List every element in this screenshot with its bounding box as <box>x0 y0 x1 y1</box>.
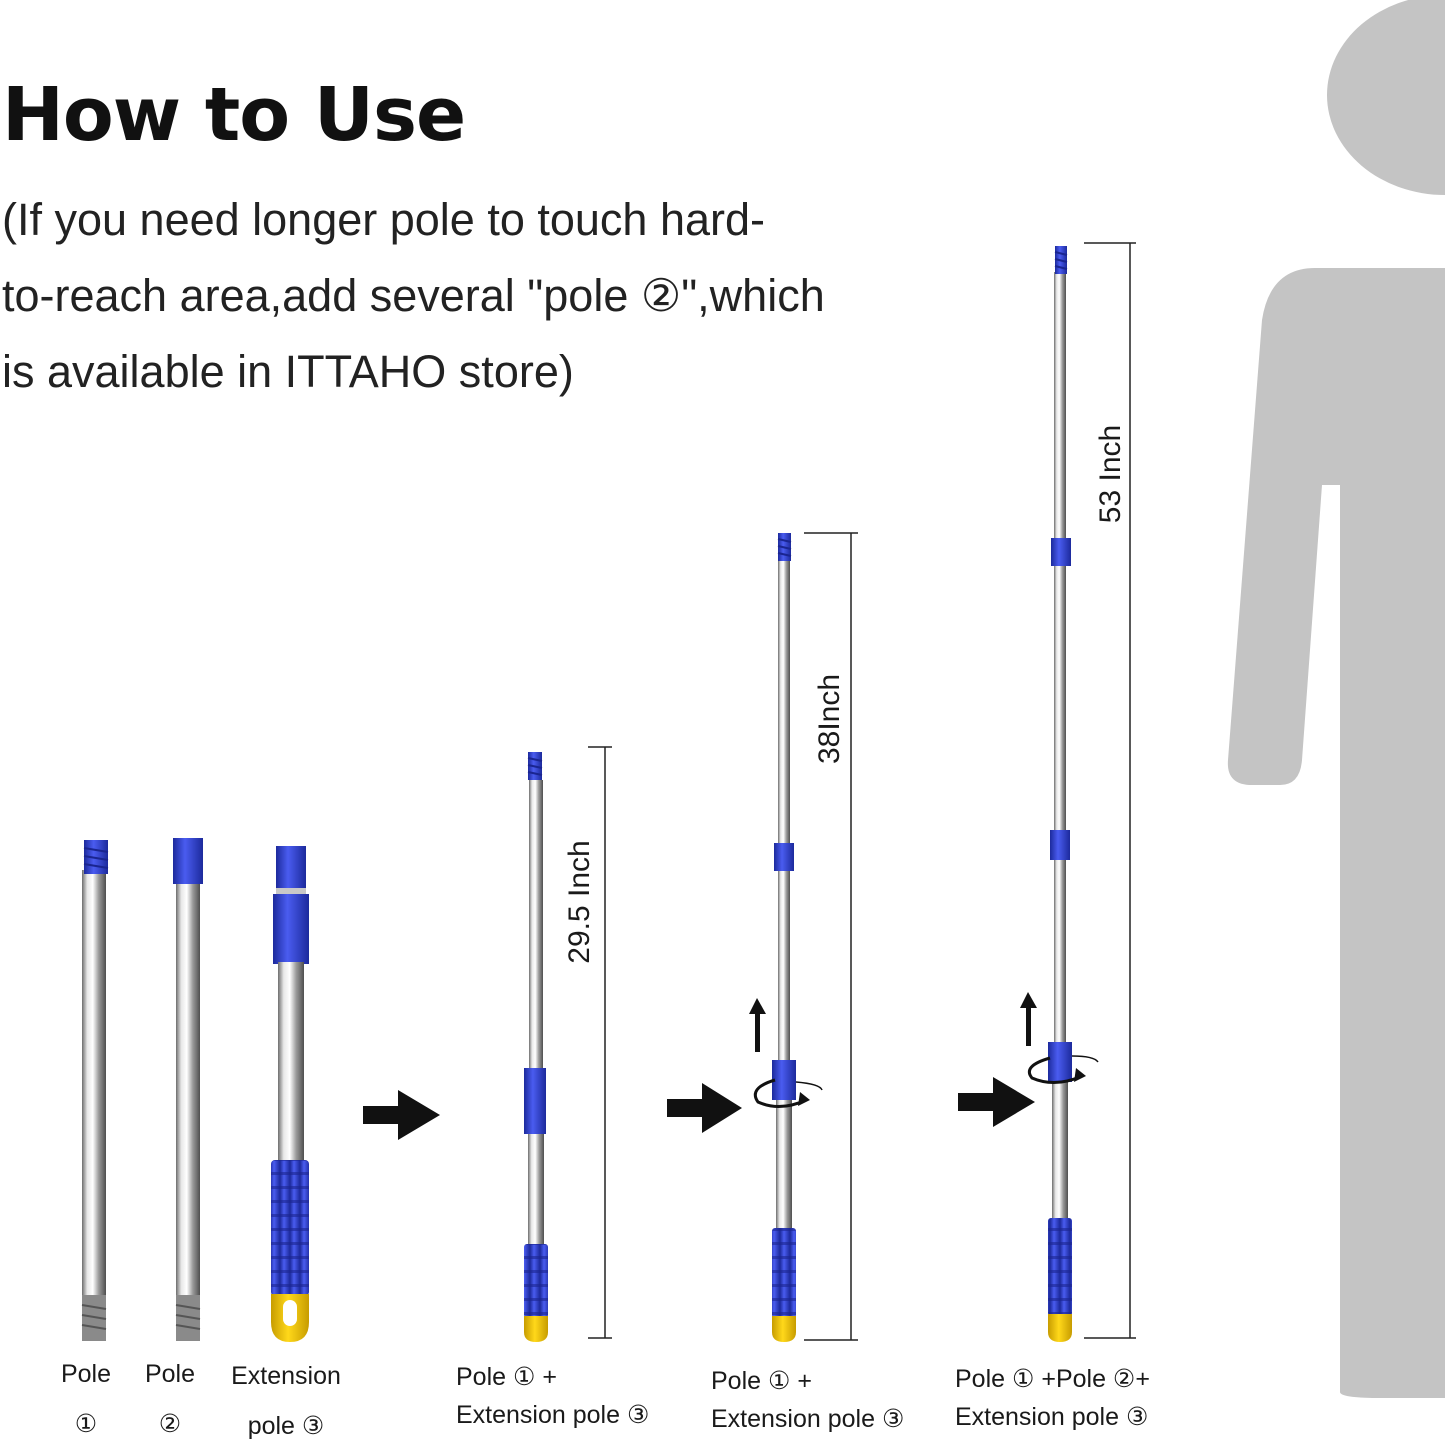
part-label-pole-1-line1: Pole <box>60 1360 112 1388</box>
assembly-label-53: Pole ① +Pole ②+ Extension pole ③ <box>955 1364 1150 1432</box>
page-title: How to Use <box>2 72 466 158</box>
subtitle-line-3: is available in ITTAHO store) <box>2 346 574 397</box>
human-silhouette <box>1227 0 1445 1398</box>
part-label-pole-1: Pole ① <box>46 1360 126 1439</box>
extension-pole-3 <box>271 846 309 1342</box>
assembly-label-38-line1: Pole ① + <box>711 1367 812 1395</box>
part-label-pole-1-line2: ① <box>74 1410 98 1438</box>
part-label-pole-2-line2: ② <box>158 1410 182 1438</box>
assembly-label-29-5: Pole ① + Extension pole ③ <box>456 1362 649 1430</box>
part-label-pole-2: Pole ② <box>130 1360 210 1439</box>
length-label-53: 53 Inch <box>1094 424 1127 524</box>
part-label-extension-line2: pole ③ <box>247 1412 325 1440</box>
assembly-label-53-line2: Extension pole ③ <box>955 1403 1149 1431</box>
assembly-label-53-line1: Pole ① +Pole ②+ <box>955 1365 1150 1393</box>
assembly-38 <box>749 532 858 1342</box>
arrow-3 <box>958 1077 1035 1127</box>
subtitle: (If you need longer pole to touch hard- … <box>2 182 962 410</box>
part-label-pole-2-line1: Pole <box>144 1360 196 1388</box>
length-label-38: 38Inch <box>813 673 846 765</box>
length-label-29-5: 29.5 Inch <box>563 840 596 964</box>
part-label-extension-line1: Extension <box>231 1362 341 1390</box>
arrow-1 <box>363 1090 440 1140</box>
assembly-label-38: Pole ① + Extension pole ③ <box>711 1366 904 1434</box>
part-label-extension-pole-3: Extension pole ③ <box>224 1362 348 1441</box>
assembly-label-38-line2: Extension pole ③ <box>711 1405 905 1433</box>
assembly-53 <box>1020 242 1136 1342</box>
pole-2 <box>173 838 203 1341</box>
subtitle-line-2: to-reach area,add several "pole ②",which <box>2 270 825 321</box>
assembly-label-29-5-line1: Pole ① + <box>456 1363 557 1391</box>
subtitle-line-1: (If you need longer pole to touch hard- <box>2 194 766 245</box>
pole-1 <box>81 840 109 1341</box>
assembly-label-29-5-line2: Extension pole ③ <box>456 1401 650 1429</box>
arrow-2 <box>667 1083 742 1133</box>
assembly-29-5 <box>524 746 612 1342</box>
